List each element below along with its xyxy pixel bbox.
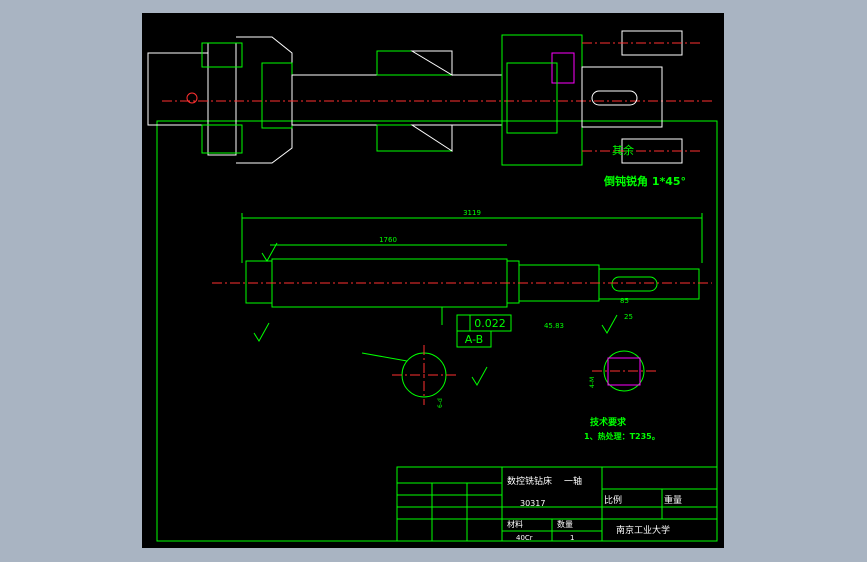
keyway <box>611 276 658 292</box>
material-value: 40Cr <box>516 534 533 542</box>
keyway-assembly <box>591 90 638 106</box>
roughness-symbol-1 <box>261 242 278 262</box>
pin-hole <box>186 92 198 104</box>
title-block-frame <box>396 466 718 542</box>
part-name: 数控铣钻床 <box>507 475 552 487</box>
tech-title: 技术要求 <box>590 416 627 428</box>
dim-overall: 3119 <box>463 209 481 217</box>
datum-frame <box>456 330 492 348</box>
spline-note: 6-d <box>437 398 444 408</box>
dim-key-len: 85 <box>620 297 629 305</box>
school: 南京工业大学 <box>616 524 670 536</box>
flange-left <box>207 42 237 156</box>
roughness-symbol-2 <box>253 322 270 342</box>
bearing-left <box>261 62 293 129</box>
weight-label: 重量 <box>664 494 682 506</box>
coupling-bottom <box>201 124 243 154</box>
roughness-symbol-3 <box>601 314 618 334</box>
qty-label: 数量 <box>557 519 573 529</box>
assembly-view <box>147 30 712 166</box>
housing-left <box>236 36 293 164</box>
gear-upper <box>376 50 453 76</box>
gear-lower <box>376 124 453 152</box>
gear-hatch-upper <box>410 50 453 76</box>
shaft-step-1 <box>245 260 273 304</box>
dim-key-width: 25 <box>624 313 633 321</box>
section-note: 4-M <box>589 377 596 388</box>
spline-leader <box>361 352 408 362</box>
note-chamfer: 倒钝锐角 1*45° <box>603 174 686 188</box>
shaft-assembly <box>291 74 503 126</box>
tech-item: 1、热处理：T235。 <box>584 431 660 441</box>
drawing-sheet: 其余 倒钝锐角 1*45° 3119 1760 <box>147 30 718 542</box>
dim-main: 1760 <box>379 236 397 244</box>
key-section <box>603 350 645 392</box>
material-label: 材料 <box>507 519 523 529</box>
dim-end: 45.83 <box>544 322 564 330</box>
hatch-right-top <box>551 52 575 84</box>
note-tooth: 其余 <box>612 143 634 157</box>
drawing-no: 30317 <box>520 499 545 508</box>
title-block <box>396 466 718 542</box>
bearing-right <box>506 62 558 134</box>
shaft-drawing: 3119 1760 0.022 A-B 45.83 <box>212 209 712 408</box>
roughness-symbol-4 <box>471 366 488 386</box>
scale-label: 比例 <box>604 494 622 506</box>
shaft-end <box>598 268 700 300</box>
shaft-step-2 <box>506 260 520 304</box>
qty-value: 1 <box>570 534 574 542</box>
shaft-end-assembly <box>581 66 663 128</box>
housing-right <box>501 34 583 166</box>
drawing-canvas[interactable]: 其余 倒钝锐角 1*45° 3119 1760 <box>142 13 724 548</box>
tolerance-value: 0.022 <box>474 317 506 330</box>
datum-ref: A-B <box>465 333 483 346</box>
coupling-top <box>201 42 243 68</box>
gear-hatch-lower <box>410 124 453 152</box>
motor-block <box>147 52 209 126</box>
part-sub: 一轴 <box>564 475 582 487</box>
key-section-hatch <box>607 357 641 386</box>
